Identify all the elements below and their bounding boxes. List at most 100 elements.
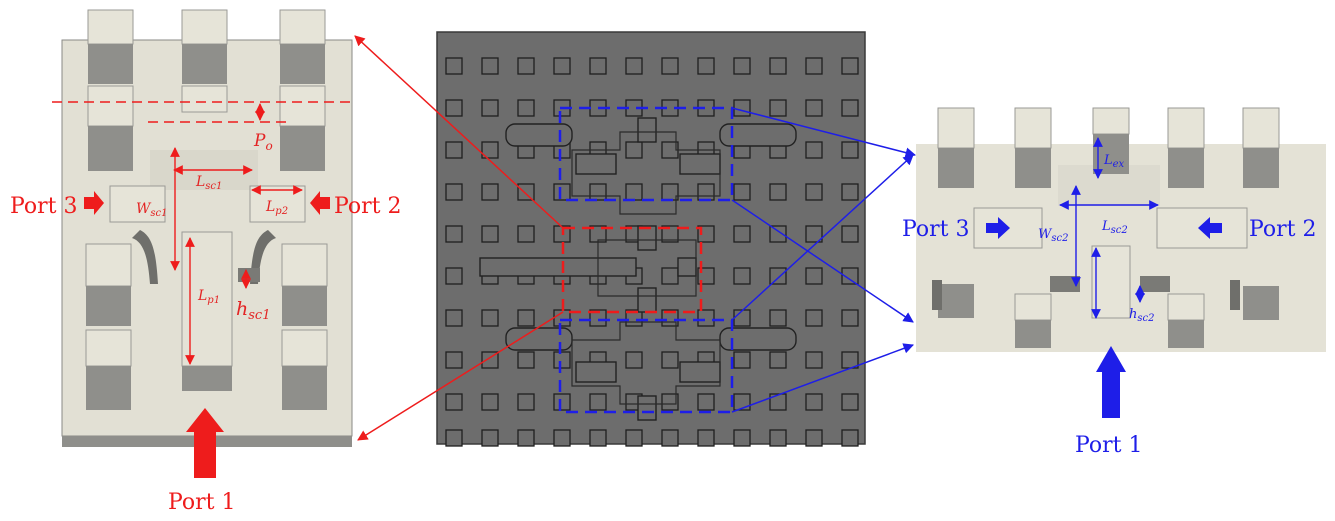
device-pin <box>769 429 787 447</box>
device-pin <box>553 183 571 201</box>
left-pins <box>85 9 328 410</box>
red-highlight <box>561 226 703 314</box>
device-pin <box>517 309 535 327</box>
device-pin <box>841 225 859 243</box>
device-pin <box>769 225 787 243</box>
device-pin <box>841 267 859 285</box>
device-pin <box>445 99 463 117</box>
device-pin <box>661 429 679 447</box>
blue-highlight-bottom <box>558 318 734 414</box>
device-pin <box>769 393 787 411</box>
device-pin <box>625 141 643 159</box>
device-pin <box>553 57 571 75</box>
device-pin <box>841 99 859 117</box>
device-pin <box>445 225 463 243</box>
device-pin <box>589 57 607 75</box>
dim-hsc1-label: hsc1 <box>236 298 270 323</box>
device-pin <box>841 309 859 327</box>
device-pin <box>733 309 751 327</box>
device-pin <box>805 141 823 159</box>
dim-lsc1-label: Lsc1 <box>195 174 222 192</box>
device-pin <box>805 267 823 285</box>
device-pin <box>445 141 463 159</box>
blue-highlight-top <box>558 106 734 202</box>
device-pin <box>841 429 859 447</box>
device-pin <box>589 393 607 411</box>
device-pin <box>481 351 499 369</box>
device-pin <box>517 183 535 201</box>
device-pin <box>769 351 787 369</box>
port1-left-arrow <box>186 408 224 478</box>
device-pin <box>445 351 463 369</box>
device-pin <box>517 99 535 117</box>
port2-right-arrow <box>1198 217 1222 239</box>
device-pin <box>445 267 463 285</box>
device-pin <box>805 225 823 243</box>
device-pin <box>697 429 715 447</box>
dim-lp1-label: Lp1 <box>197 288 220 306</box>
device-pin <box>841 393 859 411</box>
device-pin <box>697 309 715 327</box>
dim-wsc1-label: Wsc1 <box>136 201 168 219</box>
device-pin <box>733 57 751 75</box>
device-pin <box>481 141 499 159</box>
port1-right-arrow <box>1096 346 1126 418</box>
device-pin <box>517 393 535 411</box>
left-zoom-view: Port 3 Port 2 Port 1 Po Lsc1 Lp2 Wsc1 Lp… <box>10 9 402 515</box>
device-pin <box>805 309 823 327</box>
device-pin <box>697 183 715 201</box>
device-pin <box>841 141 859 159</box>
device-pin <box>481 393 499 411</box>
dim-lp2-label: Lp2 <box>265 199 288 217</box>
device-pin <box>445 309 463 327</box>
left-port3-label: Port 3 <box>10 194 78 219</box>
device-pin <box>841 183 859 201</box>
right-port3-label: Port 3 <box>902 217 970 242</box>
device-pin <box>589 429 607 447</box>
device-pin <box>697 393 715 411</box>
center-device <box>436 31 866 447</box>
device-pin <box>517 429 535 447</box>
left-port2-label: Port 2 <box>334 194 402 219</box>
device-pin <box>517 351 535 369</box>
device-pin <box>589 309 607 327</box>
device-pin <box>769 57 787 75</box>
right-port1-label: Port 1 <box>1075 433 1143 458</box>
port3-left-arrow <box>84 191 104 215</box>
device-pin <box>625 351 643 369</box>
device-pin <box>697 57 715 75</box>
device-pin <box>517 57 535 75</box>
device-pin <box>733 429 751 447</box>
right-zoom-view: Port 3 Port 2 Port 1 Lex Lsc2 Wsc2 hsc2 <box>902 107 1326 458</box>
dim-hsc2-label: hsc2 <box>1129 307 1154 324</box>
device-pin <box>733 183 751 201</box>
device-pin <box>805 183 823 201</box>
device-pin <box>553 393 571 411</box>
device-pin <box>445 57 463 75</box>
device-pin <box>661 393 679 411</box>
device-pin <box>805 351 823 369</box>
device-pin <box>625 57 643 75</box>
device-pin <box>733 393 751 411</box>
device-pin <box>661 267 679 285</box>
device-pin <box>445 393 463 411</box>
device-pin <box>733 225 751 243</box>
device-pin <box>769 267 787 285</box>
device-pin <box>661 225 679 243</box>
device-pin <box>553 429 571 447</box>
port3-right-arrow <box>986 217 1010 239</box>
device-pin <box>445 183 463 201</box>
dim-wsc2-label: Wsc2 <box>1038 227 1068 244</box>
right-pins <box>932 107 1280 348</box>
device-pin <box>769 99 787 117</box>
device-pin <box>841 57 859 75</box>
device-pin <box>625 429 643 447</box>
connector-lines <box>354 35 917 441</box>
device-pin <box>481 99 499 117</box>
device-pin <box>481 429 499 447</box>
device-pin <box>733 99 751 117</box>
device-pin <box>445 429 463 447</box>
device-slots <box>479 117 797 421</box>
device-pin <box>589 183 607 201</box>
